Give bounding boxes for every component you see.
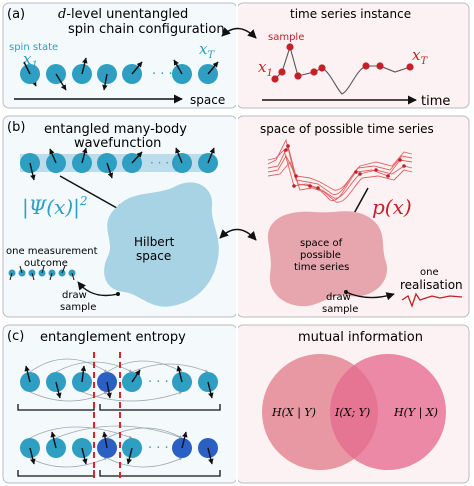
ts-point: [271, 75, 279, 83]
ts-blob-line2: possible: [300, 250, 341, 261]
draw-sample-arrow-right: [345, 291, 395, 301]
sample-label: sample: [268, 32, 304, 43]
ee-bottom-dots: · · ·: [148, 441, 169, 456]
psi-superscript: 2: [79, 194, 88, 208]
x1-symbol: x: [23, 50, 32, 68]
ts-point: [362, 62, 370, 70]
space-axis-label: space: [190, 93, 225, 107]
single-realisation-series: [401, 292, 463, 308]
ts-x1-label: x1: [258, 58, 273, 79]
ts-point: [406, 63, 414, 71]
realisation-line1: one: [420, 267, 439, 278]
ts-point: [278, 68, 286, 76]
entangled-chain: · · · ·: [20, 147, 218, 181]
ts-point: [286, 43, 294, 51]
xT-label: xT: [199, 40, 215, 61]
px-label: p(x): [372, 195, 412, 219]
xT-subscript: T: [207, 50, 215, 61]
hilbert-space-blob: [104, 182, 219, 307]
panel-a-title-rest: -level unentangled: [66, 7, 188, 22]
ee-chain-bottom: · · ·: [17, 425, 221, 477]
mutual-information-title: mutual information: [298, 330, 423, 345]
double-arrow-a: [221, 27, 257, 39]
venn-circle-y: [330, 354, 446, 470]
spin-state-label: spin state: [9, 42, 58, 53]
panel-a-title-line1: d-level unentangled: [58, 7, 188, 22]
time-series-instance: [271, 43, 414, 95]
panel-a-title-d: d: [58, 7, 66, 22]
venn-h-x-given-y: H(X | Y): [271, 406, 316, 420]
draw-sample-arrow-left: [77, 281, 119, 297]
ts-point: [294, 72, 302, 80]
venn-i-xy: I(X; Y): [334, 406, 370, 419]
arrow-to-hilbert: [59, 175, 125, 213]
bracket-right-bottom: [99, 470, 221, 477]
panel-a-title-line2: spin chain configuration: [68, 22, 225, 37]
sample-dot-right: [344, 290, 348, 294]
time-series-bundle: [267, 138, 413, 203]
sample-dot-left: [116, 292, 120, 296]
panel-b-title-line2: wavefunction: [74, 136, 161, 151]
measurement-label-line1: one measurement: [6, 246, 98, 257]
ts-point: [376, 62, 384, 70]
spin-chain-a: · · · ·: [20, 57, 219, 91]
time-series-bundle-points: [284, 144, 406, 190]
draw-label-right-line1: draw: [326, 292, 351, 303]
draw-label-right-line2: sample: [322, 304, 358, 315]
panel-b: (b) entangled many-body wavefunction · ·…: [2, 115, 470, 318]
ts-blob-line1: space of: [300, 238, 343, 249]
ts-space-blob: [267, 211, 388, 307]
ts-xT-label: xT: [412, 46, 428, 67]
ts-x1-symbol: x: [258, 58, 267, 76]
venn-diagram: H(X | Y) I(X; Y) H(Y | X): [262, 354, 446, 470]
bracket-right-top: [99, 404, 221, 411]
psi-squared-label: |Ψ(x)|2: [22, 194, 88, 220]
draw-label-left-line1: draw: [62, 290, 87, 301]
xT-symbol: x: [199, 40, 208, 58]
panel-c-letter: (c): [7, 329, 24, 344]
ts-xT-symbol: x: [412, 46, 421, 64]
ts-point: [310, 68, 318, 76]
hilbert-label-line2: space: [136, 249, 171, 263]
psi-symbol: |Ψ(x)|: [22, 195, 80, 220]
measurement-label-line2: outcome: [24, 258, 68, 269]
panel-b-title-line1: entangled many-body: [44, 122, 187, 137]
entanglement-entropy-title: entanglement entropy: [40, 330, 186, 345]
measured-chain: [8, 265, 76, 281]
venn-h-y-given-x: H(Y | X): [393, 406, 438, 420]
panel-b-letter: (b): [7, 120, 25, 135]
entangled-chain-dots: · · · ·: [150, 156, 177, 170]
panel-a: (a) d-level unentangled spin chain confi…: [2, 2, 470, 109]
double-arrow-b: [219, 228, 257, 241]
ts-space-title: space of possible time series: [260, 122, 434, 136]
draw-label-left-line2: sample: [60, 302, 96, 313]
ts-xT-subscript: T: [420, 56, 428, 67]
hilbert-label-line1: Hilbert: [134, 235, 175, 249]
panel-a-letter: (a): [7, 7, 25, 22]
panel-c: (c) entanglement entropy mutual informat…: [2, 324, 470, 484]
ts-title: time series instance: [290, 7, 411, 21]
ts-x1-subscript: 1: [266, 68, 272, 79]
time-axis-label: time: [421, 94, 450, 109]
realisation-line2: realisation: [400, 278, 463, 292]
ee-top-dots: · · ·: [148, 375, 169, 390]
ts-point: [318, 64, 326, 72]
ts-blob-line3: time series: [294, 262, 349, 273]
